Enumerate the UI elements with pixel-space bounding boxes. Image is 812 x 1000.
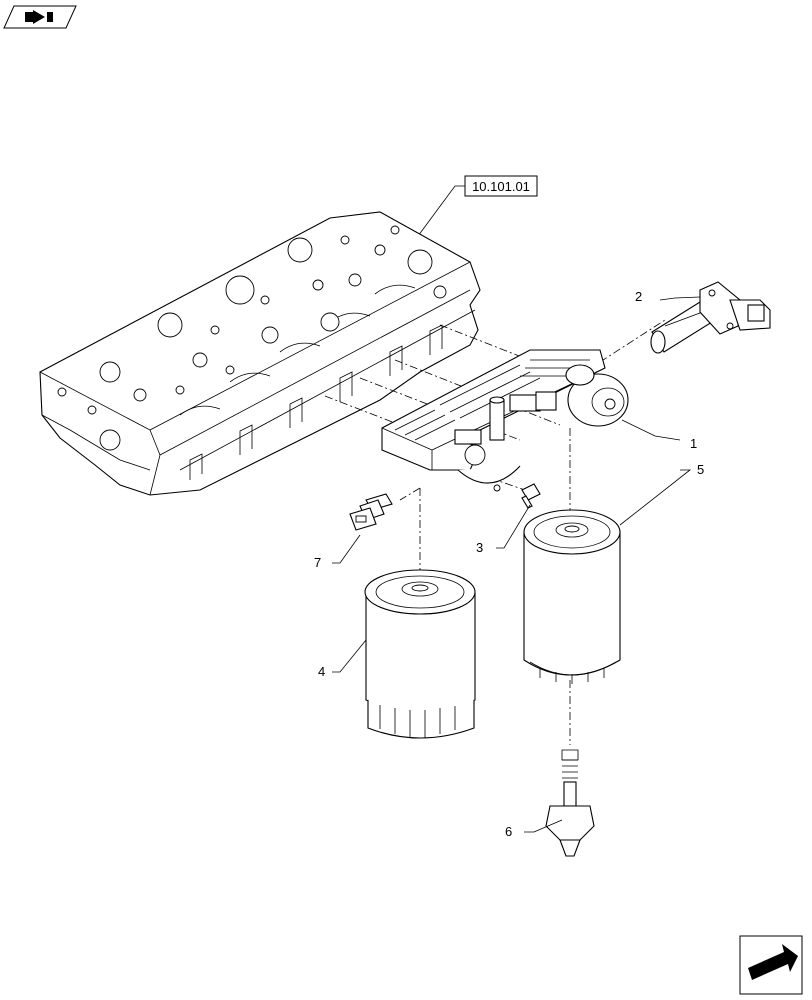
callout-5[interactable]: 5	[697, 462, 704, 477]
callout-1[interactable]: 1	[690, 436, 697, 451]
leader-lines	[332, 296, 701, 833]
book-arrow-icon[interactable]	[3, 5, 77, 29]
leader-line-reference	[417, 185, 465, 237]
callout-6[interactable]: 6	[505, 824, 512, 839]
reference-label: 10.101.01	[472, 179, 530, 194]
sensor-part-2[interactable]	[650, 281, 771, 354]
drain-sensor-part-6[interactable]	[545, 749, 595, 857]
bolt-part-3[interactable]	[521, 483, 541, 509]
reference-label-box[interactable]: 10.101.01	[464, 175, 538, 197]
callout-7[interactable]: 7	[314, 555, 321, 570]
fuel-filter-housing[interactable]	[381, 349, 629, 492]
sensor-part-7[interactable]	[349, 493, 393, 531]
callout-4[interactable]: 4	[318, 664, 325, 679]
callout-2[interactable]: 2	[635, 289, 642, 304]
next-page-arrow-icon[interactable]	[739, 935, 803, 995]
filter-cartridge-part-5[interactable]	[523, 509, 621, 684]
callout-3[interactable]: 3	[476, 540, 483, 555]
filter-cartridge-part-4[interactable]	[364, 569, 476, 739]
cylinder-head	[39, 211, 481, 496]
